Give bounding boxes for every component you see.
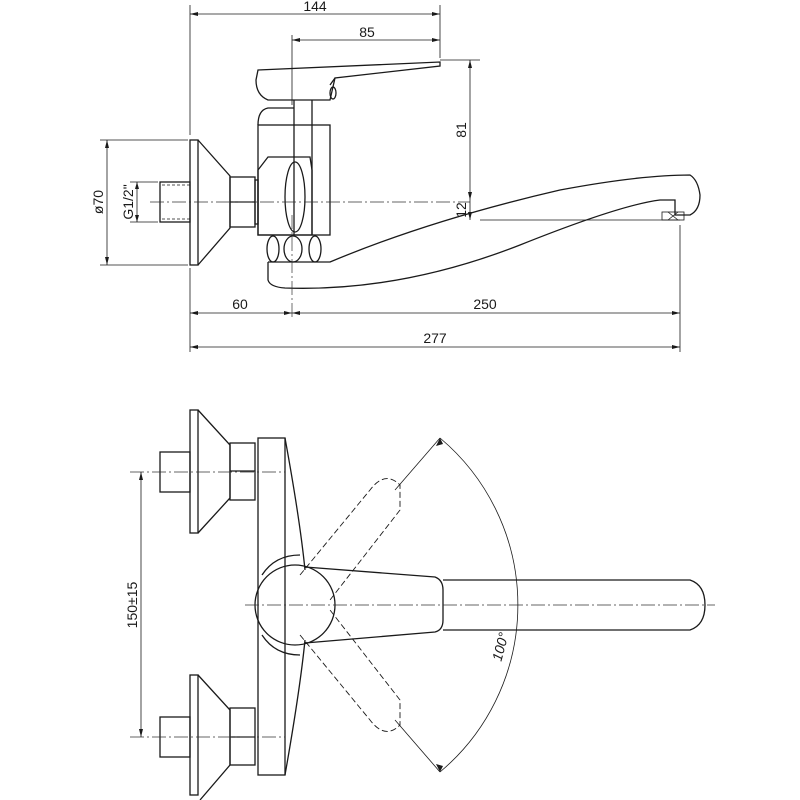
dim-thread: G1/2" bbox=[120, 184, 136, 219]
swivel-spout bbox=[267, 174, 701, 289]
dim-81: 81 bbox=[453, 122, 469, 138]
dim-60: 60 bbox=[232, 296, 248, 312]
swivel-angle-dimension bbox=[394, 437, 519, 773]
mixer-body-top bbox=[254, 437, 336, 776]
dim-inlet-spacing: 150±15 bbox=[124, 581, 140, 628]
dim-flange-diameter: ø70 bbox=[90, 190, 106, 214]
dim-swivel-angle: 100° bbox=[489, 630, 512, 662]
knurled-ring bbox=[266, 235, 322, 263]
dim-144: 144 bbox=[303, 0, 327, 14]
top-view: 150±15 100° bbox=[124, 409, 715, 800]
lever-handle bbox=[255, 61, 441, 101]
mixer-body bbox=[257, 100, 331, 236]
upper-inlet bbox=[159, 409, 256, 534]
dim-85: 85 bbox=[359, 24, 375, 40]
lower-inlet bbox=[159, 674, 256, 800]
dim-277: 277 bbox=[423, 330, 447, 346]
side-view: 144 85 81 12 ø70 G1/2" 60 250 277 bbox=[90, 0, 701, 352]
dim-12: 12 bbox=[453, 202, 469, 218]
dim-250: 250 bbox=[473, 296, 497, 312]
wall-flange bbox=[189, 139, 231, 266]
dimension-lines bbox=[100, 5, 681, 352]
